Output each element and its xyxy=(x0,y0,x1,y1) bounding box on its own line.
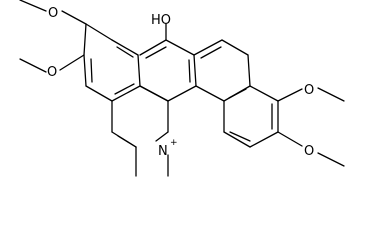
hydroxyl-label: HO xyxy=(151,13,171,28)
right-fused-rings xyxy=(193,39,279,148)
positive-charge-label: + xyxy=(170,138,178,148)
middle-benzene-ring xyxy=(139,23,197,102)
methoxy-oxygen-left: O xyxy=(47,65,57,80)
methoxy-oxygen-bottom-right: O xyxy=(304,144,314,159)
substituent-bonds xyxy=(19,0,345,177)
nitrogen-label: N xyxy=(158,144,168,159)
left-benzene-ring xyxy=(83,23,141,102)
methoxy-oxygen-top-left: O xyxy=(48,6,58,21)
central-pyridinium-ring xyxy=(111,85,169,148)
methoxy-oxygen-right: O xyxy=(304,83,314,98)
chemical-structure: HO N + O O O O xyxy=(19,0,345,177)
